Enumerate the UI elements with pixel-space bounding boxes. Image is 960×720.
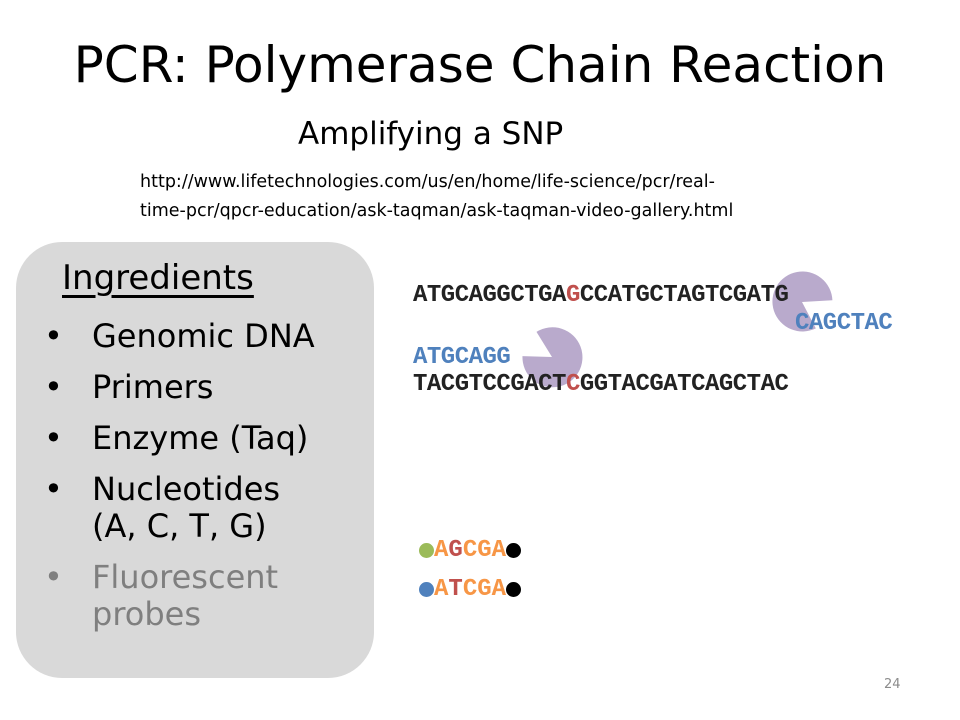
ingredient-genomic-dna: • Genomic DNA <box>40 318 315 355</box>
ingredient-label-line-2: probes <box>92 595 202 633</box>
ingredient-label: Primers <box>92 368 214 406</box>
snp-top-base: G <box>565 282 580 309</box>
ingredients-list: • Genomic DNA • Primers • Enzyme (Taq) •… <box>40 318 315 647</box>
probe-1-seq-1: A <box>434 537 449 564</box>
page-number: 24 <box>884 677 901 692</box>
ingredient-enzyme: • Enzyme (Taq) <box>40 420 315 457</box>
bullet-icon: • <box>44 558 63 596</box>
probe-2-seq-2: T <box>448 576 463 603</box>
bottom-strand-end: GGTACGATCAGCTAC <box>579 371 789 398</box>
ingredient-label-line-1: Nucleotides <box>92 470 281 508</box>
reference-link-line-2[interactable]: time-pcr/qpcr-education/ask-taqman/ask-t… <box>140 201 734 221</box>
bullet-icon: • <box>44 419 63 457</box>
probe-2-seq-1: A <box>434 576 449 603</box>
polymerase-left-icon <box>522 327 583 388</box>
slide-subtitle: Amplifying a SNP <box>298 116 564 152</box>
dna-bottom-strand: TACGTCCGACTCGGTACGATCAGCTAC <box>413 371 789 398</box>
snp-bottom-base: C <box>565 371 580 398</box>
slide-title: PCR: Polymerase Chain Reaction <box>73 36 887 94</box>
dna-top-strand: ATGCAGGCTGAGCCATGCTAGTCGATG <box>413 282 789 309</box>
bullet-icon: • <box>44 470 63 508</box>
ingredient-fluorescent-probes: • Fluorescent probes <box>40 559 315 633</box>
polymerase-right-icon <box>772 271 833 332</box>
probe-1-seq-3: CGA <box>462 537 507 564</box>
ingredients-heading: Ingredients <box>62 258 254 298</box>
probe-2-quencher-dot <box>506 582 522 597</box>
ingredient-label-line-1: Fluorescent <box>92 558 279 596</box>
probe-1-seq-2: G <box>448 537 463 564</box>
bullet-icon: • <box>44 368 63 406</box>
reference-link-line-1[interactable]: http://www.lifetechnologies.com/us/en/ho… <box>140 172 715 192</box>
probe-1-reporter-dot <box>419 543 434 558</box>
primer-left: ATGCAGG <box>413 344 511 371</box>
ingredient-label: Genomic DNA <box>92 317 315 355</box>
ingredient-label: Enzyme (Taq) <box>92 419 309 457</box>
ingredient-primers: • Primers <box>40 369 315 406</box>
ingredients-panel: Ingredients • Genomic DNA • Primers • En… <box>16 242 374 678</box>
bullet-icon: • <box>44 317 63 355</box>
reference-link[interactable]: http://www.lifetechnologies.com/us/en/ho… <box>140 168 840 226</box>
probe-2-reporter-dot <box>419 582 434 597</box>
probe-1-quencher-dot <box>506 543 522 558</box>
top-strand-start: ATGCAGGCTGA <box>413 282 566 309</box>
primer-right: CAGCTAC <box>795 310 893 337</box>
top-strand-end: CCATGCTAGTCGATG <box>579 282 789 309</box>
ingredient-label-line-2: (A, C, T, G) <box>92 507 267 545</box>
ingredient-nucleotides: • Nucleotides (A, C, T, G) <box>40 471 315 545</box>
probe-2-seq-3: CGA <box>462 576 507 603</box>
bottom-strand-start: TACGTCCGACT <box>413 371 566 398</box>
